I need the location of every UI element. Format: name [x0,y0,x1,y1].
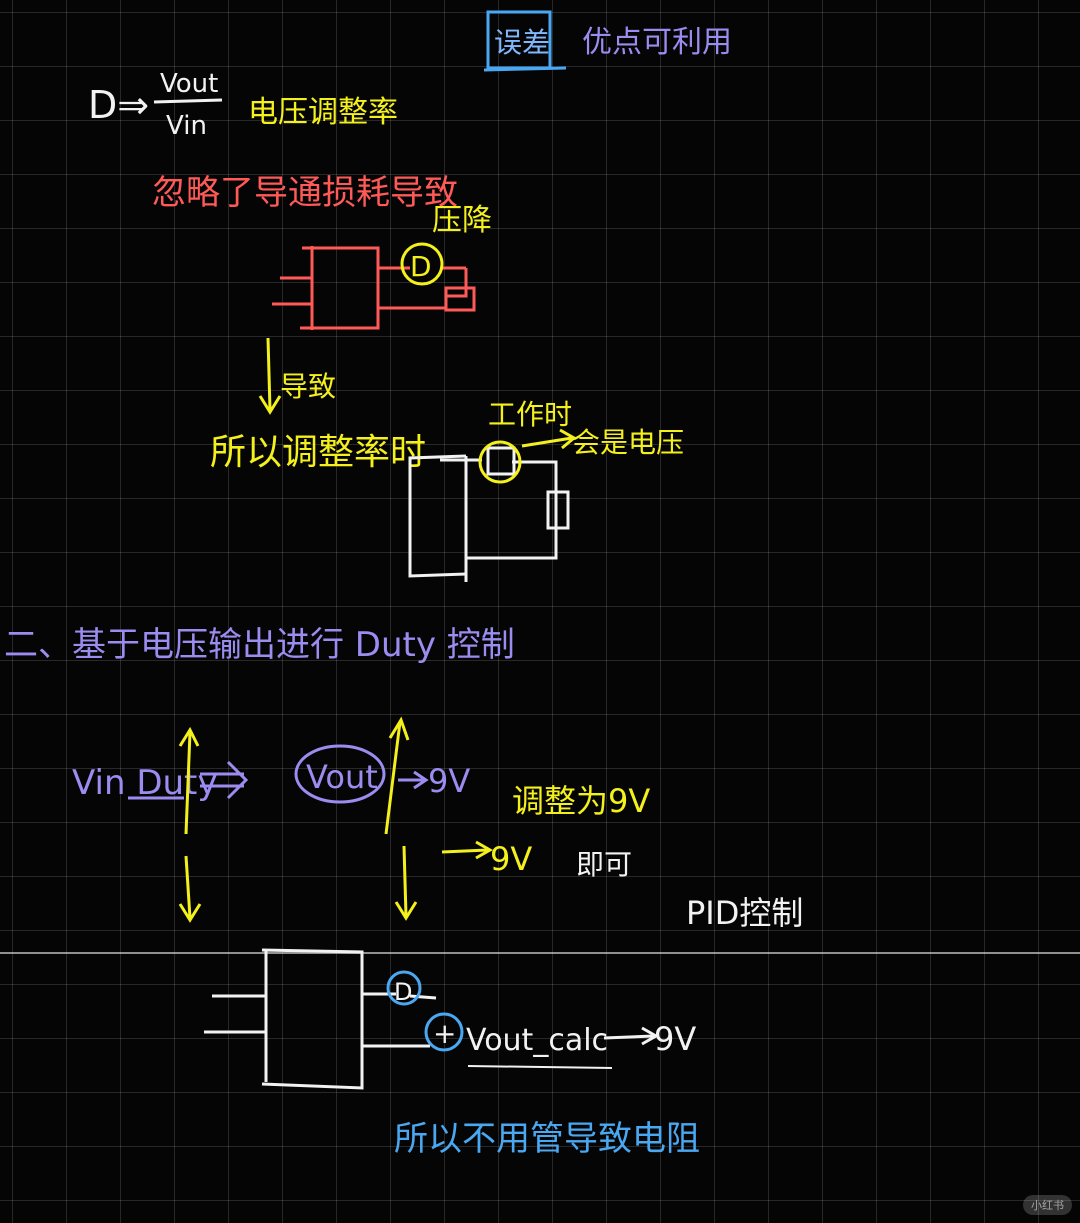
pid-control-note: PID控制 [686,894,803,932]
vout-target: 9V [428,762,470,800]
duty-tuning-note: 所以调整率时 [210,432,426,473]
just-ok-note: 即可 [576,848,632,881]
output-9v-arrow [441,840,494,860]
formula-note: 电压调整率 [248,95,398,130]
formula-d: D⇒ [88,83,149,127]
circuit-two [408,446,570,582]
duty-down-arrow [178,855,202,923]
header-subtitle: 优点可利用 [582,25,732,60]
vout-label: Vout [306,758,378,796]
formula-numerator: Vout [160,69,218,99]
header-boxed-text: 误差 [494,26,550,59]
circuit-three [204,948,437,1090]
red-note: 忽略了导通损耗导致 [152,173,458,213]
diode-drop-note: 压降 [432,203,492,238]
header-underline [483,66,567,72]
vout-calc-underline [467,1065,613,1069]
page-divider [0,952,1080,954]
circuit-one [272,246,476,330]
vout-up-arrow [384,716,410,835]
vout-target-arrow [398,770,429,790]
voltage-drop-arrow [521,428,577,450]
tune-to-9v-note: 调整为9V [512,782,650,820]
duty-up-arrow [178,726,200,835]
vout-calc-label: Vout_calc [466,1023,608,1058]
bottom-diode-label: D [394,978,412,1006]
bottom-plus: + [433,1017,456,1050]
voltage-drop-note: 会是电压 [572,426,684,459]
vout-down-arrow [394,845,418,921]
cause-arrow [258,337,282,415]
vin-duty-label: Vin Duty [72,763,218,803]
diode-circle-three [386,970,422,1006]
diode-label-one: D [410,250,432,283]
formula-fraction-bar [153,98,223,104]
watermark-badge: 小红书 [1023,1195,1072,1215]
bottom-9v: 9V [654,1020,696,1058]
cause-note: 导致 [280,370,336,403]
bottom-note: 所以不用管导致电阻 [394,1119,700,1159]
formula-denominator: Vin [166,111,207,141]
vout-circle [294,744,386,804]
implies-arrow [200,760,249,800]
output-9v: 9V [490,840,532,878]
diode-circle-two [478,440,522,484]
diode-circle-one [400,242,444,286]
section-two-title: 二、基于电压输出进行 Duty 控制 [4,625,515,665]
work-note: 工作时 [488,398,572,431]
plus-circle [424,1012,464,1052]
vout-calc-arrow [603,1026,660,1046]
